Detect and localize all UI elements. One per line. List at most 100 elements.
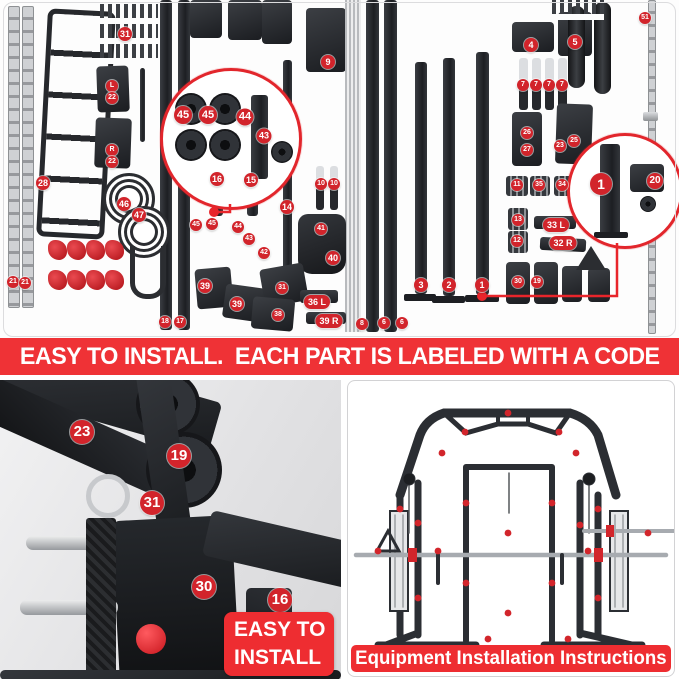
part-badge-7: 7 xyxy=(517,79,529,91)
part-shape xyxy=(345,0,361,332)
part-badge-21: 21 xyxy=(19,277,31,289)
assembled-machine-panel: Equipment Installation Instructions xyxy=(347,380,675,677)
part-badge-35: 35 xyxy=(533,179,545,191)
part-shape xyxy=(366,0,379,332)
part-badge-11: 11 xyxy=(511,179,523,191)
part-shape xyxy=(552,0,604,20)
part-badge-19: 19 xyxy=(531,276,543,288)
part-shape xyxy=(476,52,489,295)
part-badge-16: 16 xyxy=(210,172,224,186)
part-shape xyxy=(48,270,67,290)
easy-install-line1: EASY TO xyxy=(234,617,326,641)
part-badge-6: 6 xyxy=(378,317,390,329)
part-shape xyxy=(384,0,397,332)
part-shape xyxy=(0,670,341,679)
part-shape xyxy=(86,240,105,260)
part-badge-8: 8 xyxy=(356,318,368,330)
part-shape xyxy=(8,6,20,308)
part-shape xyxy=(105,270,124,290)
part-shape xyxy=(67,240,86,260)
part-shape xyxy=(86,270,105,290)
part-shape xyxy=(130,246,166,299)
part-shape xyxy=(643,112,658,121)
part-badge-45: 45 xyxy=(190,219,202,231)
part-badge-2: 2 xyxy=(442,278,456,292)
part-shape xyxy=(228,0,262,40)
part-badge-14: 14 xyxy=(280,200,294,214)
part-badge-R: R xyxy=(106,144,118,156)
part-shape xyxy=(175,129,207,161)
part-shape xyxy=(105,240,124,260)
part-badge-33L: 33 L xyxy=(542,218,570,232)
part-shape xyxy=(283,60,292,310)
part-badge-44: 44 xyxy=(236,108,254,126)
part-badge-43: 43 xyxy=(243,233,255,245)
part-badge-39: 39 xyxy=(198,279,212,293)
part-badge-47: 47 xyxy=(132,208,146,222)
easy-install-badge: EASY TO INSTALL xyxy=(224,612,334,676)
part-badge-3: 3 xyxy=(414,278,428,292)
part-shape xyxy=(415,62,427,294)
part-badge-46: 46 xyxy=(117,197,131,211)
part-badge-L: L xyxy=(106,80,118,92)
part-badge-51: 51 xyxy=(639,12,651,24)
part-shape xyxy=(594,2,611,94)
part-badge-45: 45 xyxy=(174,106,192,124)
part-badge-20: 20 xyxy=(647,173,663,189)
part-badge-1: 1 xyxy=(590,173,612,195)
part-shape xyxy=(86,474,130,518)
part-badge-4: 4 xyxy=(524,38,538,52)
part-badge-28: 28 xyxy=(36,176,50,190)
part-badge-18: 18 xyxy=(159,316,171,328)
instructions-banner-text: Equipment Installation Instructions xyxy=(355,647,667,669)
part-badge-30: 30 xyxy=(512,276,524,288)
part-badge-36L: 36 L xyxy=(303,295,331,309)
part-shape xyxy=(512,112,542,166)
part-badge-43: 43 xyxy=(256,128,272,144)
part-shape xyxy=(271,141,293,163)
main-banner-text: EASY TO INSTALL. EACH PART IS LABELED WI… xyxy=(19,342,660,370)
part-shape xyxy=(86,518,116,679)
part-badge-22: 22 xyxy=(106,92,118,104)
part-badge-7: 7 xyxy=(530,79,542,91)
part-badge-31: 31 xyxy=(276,282,288,294)
part-badge-23: 23 xyxy=(554,140,566,152)
part-shape xyxy=(48,240,67,260)
part-badge-42: 42 xyxy=(258,247,270,259)
part-shape xyxy=(67,270,86,290)
part-badge-12: 12 xyxy=(511,235,523,247)
main-banner: EASY TO INSTALL. EACH PART IS LABELED WI… xyxy=(0,338,679,375)
part-badge-31: 31 xyxy=(140,491,164,515)
machine-figure xyxy=(353,408,674,645)
part-badge-13: 13 xyxy=(512,214,524,226)
part-badge-16: 16 xyxy=(268,588,292,612)
part-badge-30: 30 xyxy=(192,575,216,599)
part-badge-19: 19 xyxy=(167,444,191,468)
part-badge-26: 26 xyxy=(521,127,533,139)
part-badge-23: 23 xyxy=(70,420,94,444)
part-badge-38: 38 xyxy=(272,309,284,321)
part-badge-1: 1 xyxy=(475,278,489,292)
part-badge-41: 41 xyxy=(315,223,327,235)
part-shape xyxy=(209,129,241,161)
part-shape xyxy=(443,58,455,296)
part-badge-45: 45 xyxy=(199,106,217,124)
part-shape xyxy=(190,0,222,38)
part-badge-27: 27 xyxy=(521,144,533,156)
part-badge-31: 31 xyxy=(118,27,132,41)
part-badge-44: 44 xyxy=(232,221,244,233)
part-badge-17: 17 xyxy=(174,316,186,328)
part-shape xyxy=(594,232,628,238)
part-badge-6: 6 xyxy=(396,317,408,329)
part-badge-7: 7 xyxy=(556,79,568,91)
part-shape xyxy=(140,68,145,142)
part-badge-5: 5 xyxy=(568,35,582,49)
part-badge-22: 22 xyxy=(106,156,118,168)
part-badge-7: 7 xyxy=(543,79,555,91)
part-badge-21: 21 xyxy=(7,276,19,288)
part-shape xyxy=(432,296,465,303)
part-shape xyxy=(22,6,34,308)
